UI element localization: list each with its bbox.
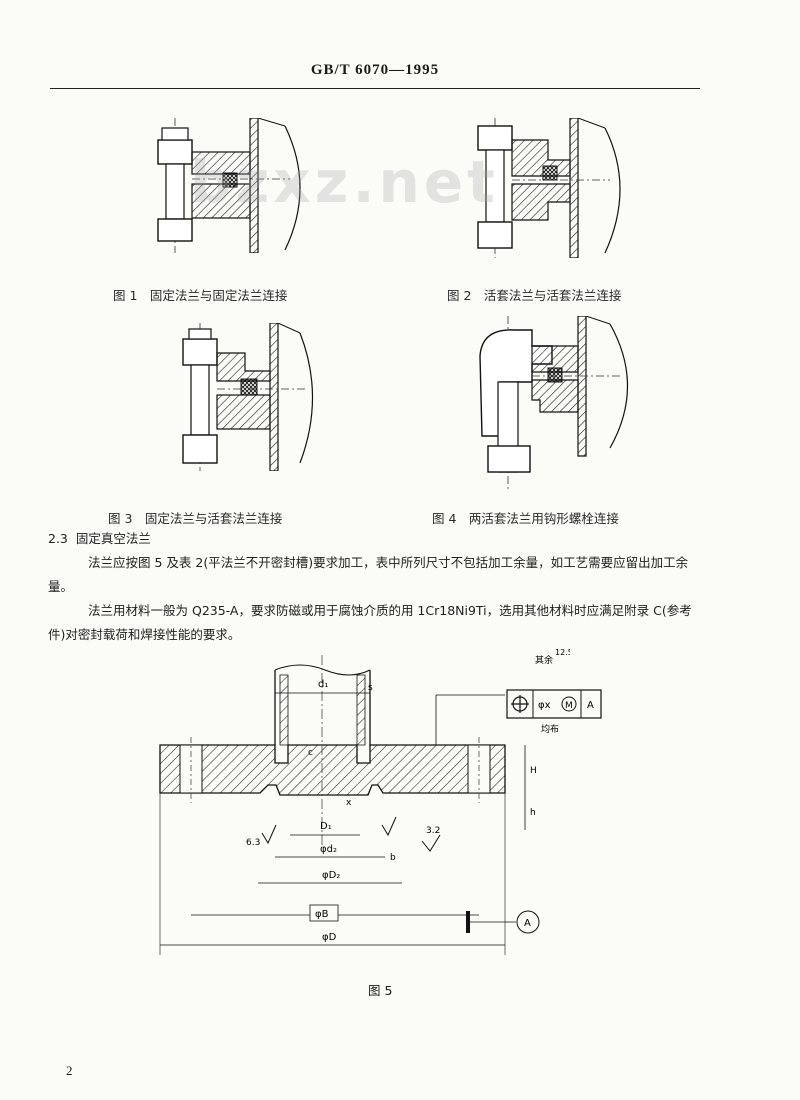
tolerance-frame: φx M A 均布: [506, 689, 602, 735]
section-title: 固定真空法兰: [75, 531, 151, 546]
figure-5-caption: 图 5: [368, 983, 393, 998]
label-b: b: [390, 853, 396, 863]
tol-phi-x: φx: [538, 700, 551, 711]
label-x: x: [346, 798, 352, 808]
page-header: GB/T 6070—1995: [50, 54, 700, 94]
label-phi-D2: φD₂: [322, 870, 340, 881]
label-H: H: [530, 766, 537, 776]
figure-1-caption: 图 1 固定法兰与固定法兰连接: [113, 288, 288, 303]
label-phi-d2: φd₂: [320, 844, 337, 855]
standard-number: GB/T 6070—1995: [310, 62, 440, 78]
figure-2-drawing: [477, 118, 621, 258]
header-rule: [50, 88, 700, 89]
rest-label: 其余: [535, 654, 553, 666]
tol-A: A: [587, 700, 594, 711]
watermark-text: bzxz.net: [190, 148, 499, 216]
label-s: s: [368, 683, 373, 693]
paragraph-1: 法兰应按图 5 及表 2(平法兰不开密封槽)要求加工，表中所列尺寸不包括加工余量…: [48, 555, 689, 594]
figure-4-drawing: [479, 316, 629, 491]
section-heading: 2.3 固定真空法兰: [48, 527, 151, 551]
figure-3-caption: 图 3 固定法兰与活套法兰连接: [108, 511, 283, 526]
label-phi-D: φD: [322, 932, 337, 943]
tol-M: M: [565, 701, 573, 711]
datum-A: A: [524, 918, 531, 929]
figure-5-drawing: d₁ D₁ φd₂ φD₂ φB φD A H h s c b x 6.3 3.…: [159, 648, 570, 955]
figure-4-caption: 图 4 两活套法兰用钩形螺栓连接: [432, 511, 619, 526]
page-number: 2: [66, 1063, 73, 1078]
section-number: 2.3: [48, 531, 68, 546]
label-d1: d₁: [318, 679, 328, 690]
roughness-12-5: 12.5: [555, 648, 570, 657]
roughness-6-3-left: 6.3: [246, 838, 260, 848]
label-D1: D₁: [320, 821, 332, 832]
label-phi-B: φB: [315, 909, 329, 920]
holes-label: 均布: [541, 723, 559, 735]
roughness-3-2: 3.2: [426, 826, 440, 836]
figure-2-caption: 图 2 活套法兰与活套法兰连接: [447, 288, 622, 303]
label-h: h: [530, 808, 536, 818]
figure-1-drawing: [157, 118, 301, 253]
figure-3-drawing: [182, 323, 314, 471]
paragraph-2: 法兰用材料一般为 Q235-A，要求防磁或用于腐蚀介质的用 1Cr18Ni9Ti…: [48, 603, 692, 642]
label-c: c: [308, 748, 313, 758]
